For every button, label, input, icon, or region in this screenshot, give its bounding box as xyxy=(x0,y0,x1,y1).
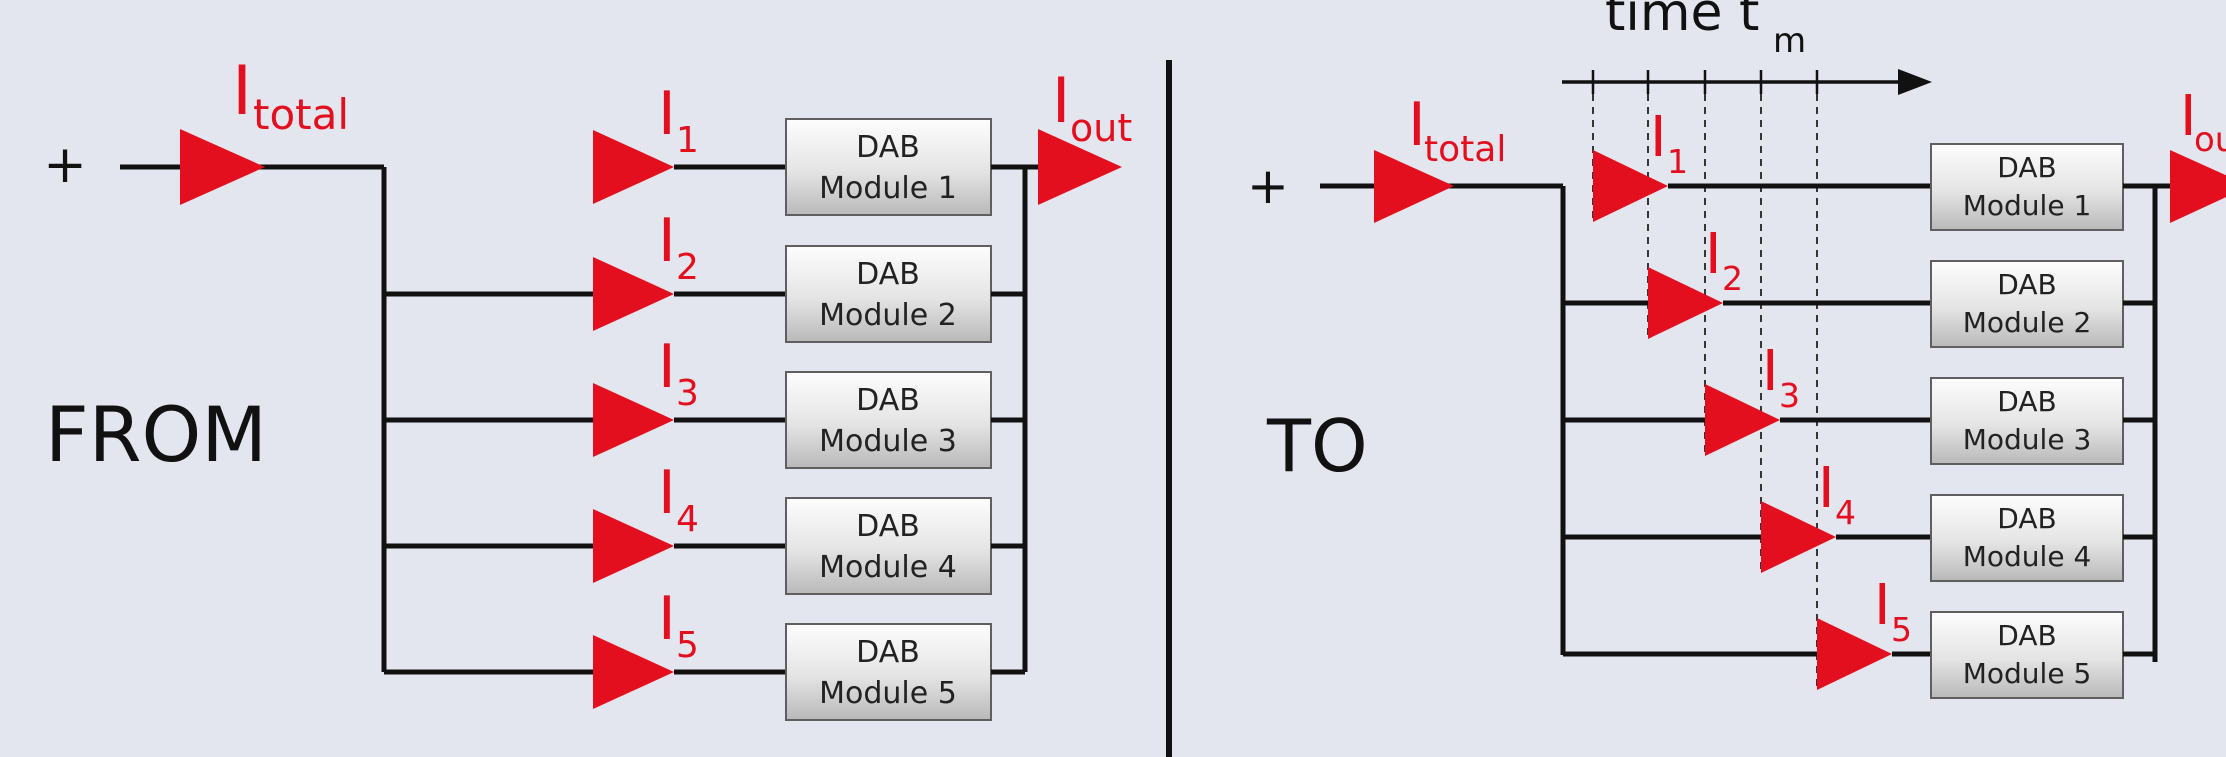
from-branch-1-current-arrow xyxy=(593,130,674,204)
from-module-5-line2: Module 5 xyxy=(819,676,957,711)
to-branch-4-current-subscript: 4 xyxy=(1835,493,1856,532)
to-module-2-box xyxy=(1930,260,2124,348)
from-plus-sign: + xyxy=(43,135,87,195)
to-time-label: time t xyxy=(1605,0,1759,43)
from-module-4-line1: DAB xyxy=(856,509,920,544)
to-total-current-subscript: total xyxy=(1424,129,1506,170)
to-branch-2-current-label: I xyxy=(1705,222,1722,287)
from-total-current-arrow xyxy=(180,129,265,205)
to-output-current-arrow xyxy=(2170,150,2226,223)
to-branch-4-current-label: I xyxy=(1818,456,1835,521)
from-module-2-line1: DAB xyxy=(856,257,920,292)
from-module-2-line2: Module 2 xyxy=(819,298,957,333)
to-branch-3-current-arrow xyxy=(1705,384,1780,456)
to-branch-1-current-subscript: 1 xyxy=(1667,142,1688,181)
from-branch-4-current-subscript: 4 xyxy=(676,499,699,540)
to-title: TO xyxy=(1266,404,1368,488)
to-branch-5-current-label: I xyxy=(1874,573,1891,638)
to-branch-1-current-arrow xyxy=(1593,150,1668,222)
to-output-current-label: I xyxy=(2180,84,2197,149)
from-module-4-line2: Module 4 xyxy=(819,550,957,585)
from-module-3-box xyxy=(785,371,992,469)
to-module-1-line2: Module 1 xyxy=(1963,189,2092,222)
from-branch-5-current-label: I xyxy=(658,584,676,654)
from-output-current-label: I xyxy=(1052,64,1070,137)
to-branch-5-current-arrow xyxy=(1817,618,1892,690)
to-module-3-box xyxy=(1930,377,2124,465)
from-title: FROM xyxy=(45,390,267,479)
to-module-3-line1: DAB xyxy=(1997,385,2056,418)
from-branch-1-current-subscript: 1 xyxy=(676,120,699,161)
from-branch-1-current-label: I xyxy=(658,79,676,149)
to-branch-3-current-subscript: 3 xyxy=(1779,376,1800,415)
to-time-axis-arrowhead xyxy=(1898,69,1932,95)
from-module-1-line1: DAB xyxy=(856,130,920,165)
from-branch-2-current-arrow xyxy=(593,257,674,331)
to-branch-5-current-subscript: 5 xyxy=(1891,610,1912,649)
to-total-current-arrow xyxy=(1374,150,1454,223)
from-module-5-line1: DAB xyxy=(856,635,920,670)
to-module-1-box xyxy=(1930,143,2124,231)
from-total-current-subscript: total xyxy=(253,90,349,139)
to-panel: time t m + I total I out TO I1DABModule … xyxy=(1247,0,2226,699)
from-branch-5-current-arrow xyxy=(593,635,674,709)
from-module-1-box xyxy=(785,118,992,216)
from-branch-2-current-label: I xyxy=(658,206,676,276)
to-plus-sign: + xyxy=(1247,157,1289,215)
from-module-4-box xyxy=(785,497,992,595)
from-branch-2-current-subscript: 2 xyxy=(676,247,699,288)
from-module-2-box xyxy=(785,245,992,343)
from-branch-5-current-subscript: 5 xyxy=(676,625,699,666)
from-module-3-line1: DAB xyxy=(856,383,920,418)
to-time-subscript: m xyxy=(1773,21,1806,61)
to-module-1-line1: DAB xyxy=(1997,151,2056,184)
from-module-1-line2: Module 1 xyxy=(819,171,957,206)
to-module-2-line1: DAB xyxy=(1997,268,2056,301)
from-branch-4-current-label: I xyxy=(658,458,676,528)
to-branch-4-current-arrow xyxy=(1761,501,1836,573)
from-output-current-subscript: out xyxy=(1070,106,1132,150)
to-module-5-line2: Module 5 xyxy=(1963,657,2092,690)
to-branch-1-current-label: I xyxy=(1650,105,1667,170)
to-module-4-line1: DAB xyxy=(1997,502,2056,535)
to-module-4-line2: Module 4 xyxy=(1963,540,2092,573)
from-branch-3-current-label: I xyxy=(658,332,676,402)
to-branch-3-current-label: I xyxy=(1762,339,1779,404)
from-branch-3-current-subscript: 3 xyxy=(676,373,699,414)
to-module-5-line1: DAB xyxy=(1997,619,2056,652)
to-module-3-line2: Module 3 xyxy=(1963,423,2092,456)
to-module-2-line2: Module 2 xyxy=(1963,306,2092,339)
from-total-current-label: I xyxy=(232,52,252,131)
from-output-current-arrow xyxy=(1038,129,1122,205)
from-module-5-box xyxy=(785,623,992,721)
to-total-current-label: I xyxy=(1408,90,1426,160)
to-branch-2-current-arrow xyxy=(1648,267,1723,339)
from-branch-3-current-arrow xyxy=(593,383,674,457)
from-module-3-line2: Module 3 xyxy=(819,424,957,459)
to-output-current-subscript: out xyxy=(2194,120,2226,160)
to-branch-2-current-subscript: 2 xyxy=(1722,259,1743,298)
from-branch-4-current-arrow xyxy=(593,509,674,583)
